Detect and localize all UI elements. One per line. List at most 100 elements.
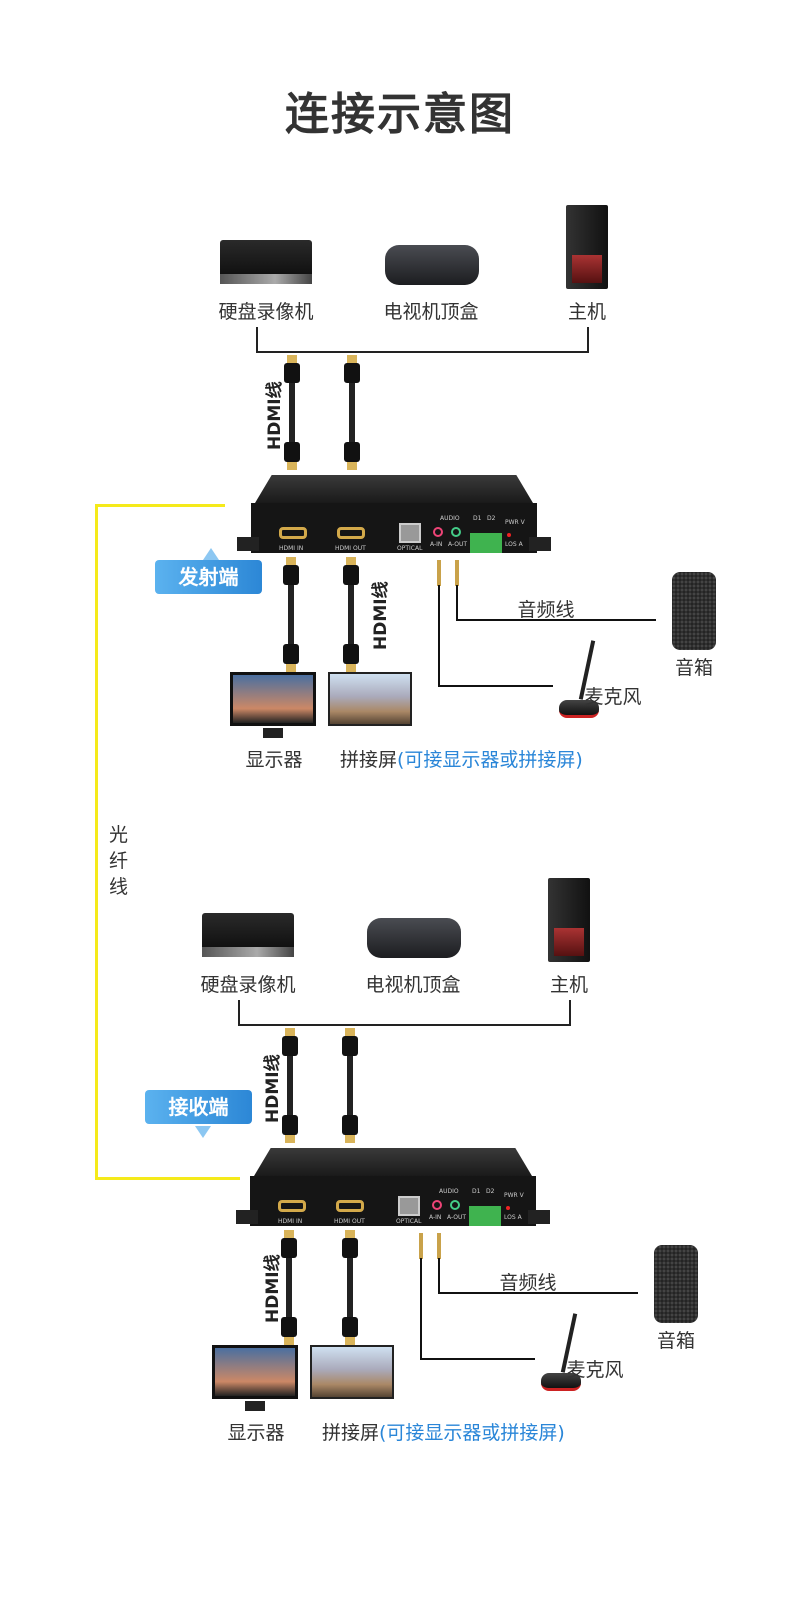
port-label: D1 — [473, 515, 482, 522]
monitor-image — [230, 672, 316, 726]
dvr-image — [220, 240, 312, 284]
tag-pointer-icon — [195, 1126, 211, 1138]
optical-transceiver-device: HDMI IN HDMI OUT OPTICAL AUDIO A-IN A-OU… — [236, 1148, 550, 1228]
hdmi-cable-in-2 — [342, 1028, 358, 1143]
role-tag: 接收端 — [145, 1090, 252, 1124]
tag-pointer-icon — [203, 548, 219, 560]
hdmi-cable-label: HDMI线 — [371, 581, 391, 650]
monitor-stand — [263, 728, 283, 738]
audio-cable — [456, 619, 656, 621]
source-label-dvr: 硬盘录像机 — [200, 974, 296, 996]
speaker-label: 音箱 — [674, 657, 714, 679]
hdmi-cable-in-1 — [282, 1028, 298, 1143]
port-label: HDMI OUT — [334, 1218, 365, 1225]
fiber-line-bottom — [95, 1177, 240, 1180]
dvr-image — [202, 913, 294, 957]
hdmi-cable-label: HDMI线 — [265, 381, 285, 450]
port-label: A-IN — [429, 1214, 442, 1221]
microphone-label: 麦克风 — [566, 1359, 624, 1381]
mic-cable — [438, 685, 553, 687]
los-led — [506, 1206, 510, 1210]
audio-cable — [438, 1292, 638, 1294]
port-label: D2 — [487, 515, 496, 522]
hdmi-cable-label: HDMI线 — [263, 1054, 283, 1123]
source-label-pc: 主机 — [549, 974, 589, 996]
fiber-label: 光纤线 — [109, 824, 129, 898]
port-label: HDMI OUT — [335, 545, 366, 552]
port-label: HDMI IN — [279, 545, 304, 552]
speaker-image — [654, 1245, 698, 1323]
page-title: 连接示意图 — [285, 89, 515, 140]
port-label: LOS A — [504, 1214, 522, 1221]
port-label: D1 — [472, 1188, 481, 1195]
audio-out-jack — [450, 1200, 460, 1210]
audio-cable-label: 音频线 — [517, 599, 575, 621]
port-label: OPTICAL — [397, 545, 423, 552]
audio-plug-1 — [419, 1233, 423, 1259]
optical-port — [398, 1196, 420, 1216]
source-bracket-line — [256, 327, 589, 353]
monitor-label: 显示器 — [227, 1422, 285, 1444]
video-wall-label-group: 拼接屏(可接显示器或拼接屏) — [322, 1418, 565, 1445]
source-label-pc: 主机 — [567, 301, 607, 323]
fiber-line-top — [95, 504, 225, 507]
monitor-stand — [245, 1401, 265, 1411]
port-label: HDMI IN — [278, 1218, 303, 1225]
monitor-label: 显示器 — [245, 749, 303, 771]
hdmi-out-port — [337, 527, 365, 539]
audio-plug-1 — [437, 560, 441, 586]
port-label: AUDIO — [439, 1188, 459, 1195]
audio-cable-label: 音频线 — [499, 1272, 557, 1294]
optical-port — [399, 523, 421, 543]
video-wall-label: 拼接屏 — [340, 749, 398, 771]
optical-transceiver-device: HDMI IN HDMI OUT OPTICAL AUDIO A-IN A-OU… — [237, 475, 551, 555]
hdmi-cable-in-2 — [344, 355, 360, 470]
port-label: A-IN — [430, 541, 443, 548]
video-wall-note: (可接显示器或拼接屏) — [379, 1422, 565, 1444]
hdmi-cable-out-2 — [343, 557, 359, 672]
hdmi-out-port — [336, 1200, 364, 1212]
los-led — [507, 533, 511, 537]
audio-cable — [456, 585, 458, 621]
audio-out-jack — [451, 527, 461, 537]
settop-box-image — [385, 245, 479, 285]
settop-box-image — [367, 918, 461, 958]
hdmi-in-port — [279, 527, 307, 539]
hdmi-cable-out-1 — [283, 557, 299, 672]
hdmi-cable-out-1 — [281, 1230, 297, 1345]
monitor-image — [212, 1345, 298, 1399]
hdmi-cable-out-2 — [342, 1230, 358, 1345]
microphone-label: 麦克风 — [584, 686, 642, 708]
role-tag: 发射端 — [155, 560, 262, 594]
port-label: PWR V — [505, 519, 525, 526]
port-label: OPTICAL — [396, 1218, 422, 1225]
video-wall-label-group: 拼接屏(可接显示器或拼接屏) — [340, 745, 583, 772]
hdmi-cable-in-1 — [284, 355, 300, 470]
source-label-settop: 电视机顶盒 — [365, 974, 461, 996]
port-label: D2 — [486, 1188, 495, 1195]
video-wall-note: (可接显示器或拼接屏) — [397, 749, 583, 771]
audio-plug-2 — [455, 560, 459, 586]
mic-cable — [420, 1258, 422, 1360]
hdmi-cable-label: HDMI线 — [263, 1254, 283, 1323]
video-wall-label: 拼接屏 — [322, 1422, 380, 1444]
audio-in-jack — [433, 527, 443, 537]
section-1: 硬盘录像机 电视机顶盒 主机 HDMI线 HDMI IN HDMI OUT OP… — [0, 878, 800, 1558]
pc-tower-image — [566, 205, 608, 289]
mic-cable — [438, 585, 440, 687]
port-label: AUDIO — [440, 515, 460, 522]
source-bracket-line — [238, 1000, 571, 1026]
terminal-block — [469, 1206, 501, 1226]
fiber-line-vertical — [95, 504, 98, 1180]
port-label: A-OUT — [447, 1214, 467, 1221]
video-wall-image — [310, 1345, 394, 1399]
terminal-block — [470, 533, 502, 553]
pc-tower-image — [548, 878, 590, 962]
audio-cable — [438, 1258, 440, 1294]
port-label: LOS A — [505, 541, 523, 548]
port-label: PWR V — [504, 1192, 524, 1199]
audio-plug-2 — [437, 1233, 441, 1259]
mic-cable — [420, 1358, 535, 1360]
speaker-image — [672, 572, 716, 650]
video-wall-image — [328, 672, 412, 726]
